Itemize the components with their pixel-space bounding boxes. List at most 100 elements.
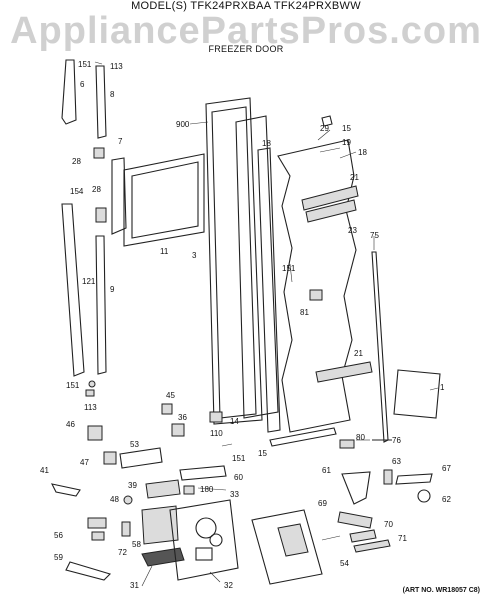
callout: 18 xyxy=(358,148,367,157)
callout: 61 xyxy=(322,466,331,475)
bracket-41 xyxy=(50,483,81,497)
callout: 11 xyxy=(160,247,169,256)
door-shelf-23 xyxy=(305,199,357,223)
callout: 80 xyxy=(356,433,365,442)
callout: 76 xyxy=(392,436,401,445)
leader-lines xyxy=(94,61,439,587)
grille-31 xyxy=(141,547,185,567)
actuator-47 xyxy=(103,451,117,465)
ring-62 xyxy=(417,489,431,503)
dispenser-frame-11 xyxy=(123,153,205,247)
bracket-67 xyxy=(395,473,433,485)
motor-72 xyxy=(121,521,131,537)
callout: 7 xyxy=(118,137,123,146)
callout: 3 xyxy=(192,251,197,260)
callout: 110 xyxy=(210,429,223,438)
callout: 151 xyxy=(282,264,296,273)
callout: 151 xyxy=(78,60,92,69)
callout: 70 xyxy=(384,520,393,529)
door-trim-strip-6 xyxy=(61,59,77,125)
callout: 67 xyxy=(442,464,451,473)
callout: 28 xyxy=(72,157,81,166)
callout: 28 xyxy=(92,185,101,194)
strip-71 xyxy=(353,539,391,553)
callout: 31 xyxy=(130,581,139,590)
trim-strip-9 xyxy=(95,235,107,375)
callout: 59 xyxy=(54,553,63,562)
callout: 21 xyxy=(354,349,363,358)
callout: 15 xyxy=(258,449,267,458)
model-line: MODEL(S) TFK24PRXBAA TFK24PRXBWW xyxy=(131,0,361,12)
tray-59 xyxy=(65,561,112,581)
callout: 121 xyxy=(82,277,96,286)
callout: 63 xyxy=(392,457,401,466)
callout: 151 xyxy=(232,454,246,463)
callout: 69 xyxy=(318,499,327,508)
callout: 72 xyxy=(118,548,127,557)
pad-70 xyxy=(349,529,377,543)
callout: 60 xyxy=(234,473,243,482)
callout: 29 xyxy=(320,124,329,133)
callout: 75 xyxy=(370,231,379,240)
cap-80 xyxy=(339,439,355,449)
callout: 21 xyxy=(350,173,359,182)
dispenser-housing-32 xyxy=(169,499,239,581)
callout: 18 xyxy=(262,139,271,148)
callout: 71 xyxy=(398,534,407,543)
clip-63 xyxy=(383,469,393,485)
art-number: (ART NO. WR18057 C8) xyxy=(402,587,480,594)
callout-labels: 151 113 6 8 7 28 154 28 121 9 151 113 90… xyxy=(40,60,451,590)
callout: 8 xyxy=(110,90,115,99)
callout: 62 xyxy=(442,495,451,504)
callout: 180 xyxy=(200,485,214,494)
callout: 45 xyxy=(166,391,175,400)
callout: 19 xyxy=(342,138,351,147)
inner-liner-body xyxy=(277,139,357,433)
callout: 47 xyxy=(80,458,89,467)
label-card-1 xyxy=(393,369,441,419)
callout: 1 xyxy=(440,383,445,392)
knob-46 xyxy=(87,425,103,441)
hinge-bracket-28 xyxy=(93,147,105,159)
callout: 39 xyxy=(128,481,137,490)
callout: 53 xyxy=(130,440,139,449)
dispenser-cover-54 xyxy=(251,509,323,585)
plate-53 xyxy=(119,447,163,469)
door-trim-strip-8 xyxy=(95,65,107,139)
door-liner-14 xyxy=(235,115,279,419)
bar-60 xyxy=(179,465,227,481)
callout: 154 xyxy=(70,187,84,196)
tube-75 xyxy=(371,251,389,443)
switch-45 xyxy=(161,403,173,415)
callout: 48 xyxy=(110,495,119,504)
sensor-180 xyxy=(183,485,195,495)
lever-69 xyxy=(337,511,373,529)
cap-113-lower xyxy=(85,389,95,397)
callout: 113 xyxy=(110,62,123,71)
callout: 46 xyxy=(66,420,75,429)
chute-61 xyxy=(341,471,371,505)
handle-clip-28 xyxy=(95,207,107,223)
callout: 32 xyxy=(224,581,233,590)
door-shelf-21-upper xyxy=(301,185,359,211)
section-title: FREEZER DOOR xyxy=(208,44,284,54)
callout: 41 xyxy=(40,466,49,475)
door-shelf-21-lower xyxy=(315,361,373,383)
callout: 23 xyxy=(348,226,357,235)
clips-56 xyxy=(87,517,107,541)
module-58 xyxy=(141,505,179,545)
callout: 9 xyxy=(110,285,115,294)
callout: 56 xyxy=(54,531,63,540)
panel-39 xyxy=(145,479,181,499)
callout: 14 xyxy=(230,417,239,426)
callout: 6 xyxy=(80,80,85,89)
door-gasket-18 xyxy=(257,147,281,433)
callout: 15 xyxy=(342,124,351,133)
callout: 36 xyxy=(178,413,187,422)
door-handle-7 xyxy=(111,157,127,235)
shelf-bar-15-lower xyxy=(269,427,337,447)
door-gasket-strip-121 xyxy=(61,203,85,377)
callout: 81 xyxy=(300,308,309,317)
callout: 54 xyxy=(340,559,349,568)
